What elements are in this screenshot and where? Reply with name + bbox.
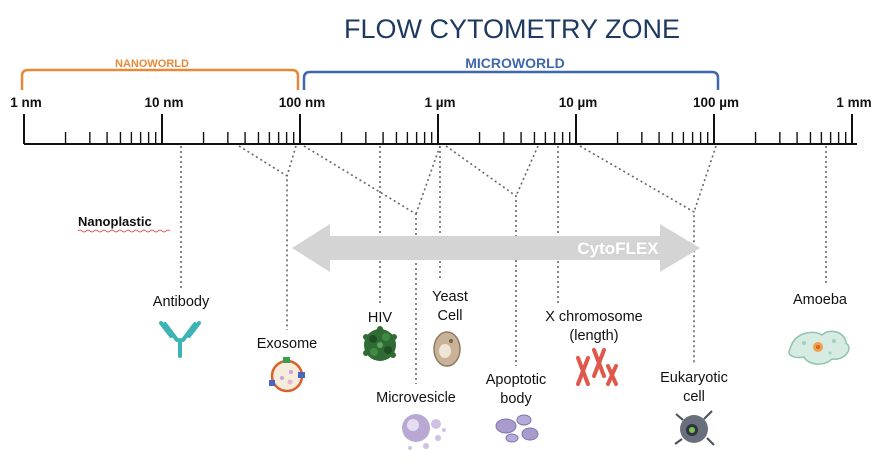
antibody-label: Antibody bbox=[153, 294, 210, 310]
amoeba-label: Amoeba bbox=[793, 292, 848, 308]
apoptotic-body-icon bbox=[495, 414, 539, 443]
microvesicle-label: Microvesicle bbox=[376, 390, 456, 406]
connector-microvesicle-upper bbox=[415, 145, 441, 215]
hiv-label: HIV bbox=[368, 310, 393, 326]
tick-label-1nm: 1 nm bbox=[10, 95, 42, 110]
eukaryotic-label-line1: Eukaryotic bbox=[660, 370, 728, 386]
microworld-label: MICROWORLD bbox=[465, 55, 565, 71]
antibody-icon bbox=[159, 321, 201, 358]
exosome-icon bbox=[269, 357, 305, 393]
diagram-title: FLOW CYTOMETRY ZONE bbox=[344, 14, 680, 44]
cytoflex-label: CytoFLEX bbox=[577, 239, 659, 258]
x-chromosome-icon bbox=[576, 348, 618, 386]
axis-ticks bbox=[23, 114, 853, 144]
yeast-label-line1: Yeast bbox=[432, 289, 468, 305]
exosome-label: Exosome bbox=[257, 336, 317, 352]
yeast-icon bbox=[433, 331, 461, 367]
nanoworld-label: NANOWORLD bbox=[115, 58, 189, 70]
xchrom-label-line1: X chromosome bbox=[545, 309, 643, 325]
nanoworld-bracket bbox=[20, 68, 300, 90]
eukaryotic-label-line2: cell bbox=[683, 389, 705, 405]
hiv-icon bbox=[363, 326, 397, 361]
microworld-bracket bbox=[302, 70, 720, 90]
cytoflex-range-arrow bbox=[292, 224, 700, 272]
connector-apoptotic bbox=[445, 145, 517, 366]
connector-exosome bbox=[238, 145, 288, 330]
nanoplastic-label: Nanoplastic bbox=[78, 214, 152, 229]
tick-label-100um: 100 µm bbox=[693, 95, 739, 110]
tick-label-10nm: 10 nm bbox=[144, 95, 183, 110]
eukaryotic-cell-icon bbox=[674, 410, 715, 446]
tick-label-1um: 1 µm bbox=[424, 95, 455, 110]
connector-eukaryotic-upper bbox=[693, 145, 717, 213]
apoptotic-label-line2: body bbox=[500, 391, 532, 407]
amoeba-icon bbox=[788, 330, 850, 365]
connector-exosome-upper bbox=[286, 145, 297, 177]
apoptotic-label-line1: Apoptotic bbox=[486, 372, 546, 388]
connector-apoptotic-upper bbox=[515, 145, 539, 197]
spellcheck-underline bbox=[77, 229, 171, 233]
yeast-label-line2: Cell bbox=[438, 308, 463, 324]
tick-label-100nm: 100 nm bbox=[279, 95, 326, 110]
connector-eukaryotic bbox=[579, 145, 695, 364]
tick-label-10um: 10 µm bbox=[559, 95, 598, 110]
tick-label-1mm: 1 mm bbox=[836, 95, 871, 110]
microvesicle-icon bbox=[402, 414, 446, 450]
log-scale-axis bbox=[23, 114, 857, 145]
xchrom-label-line2: (length) bbox=[569, 328, 618, 344]
connector-microvesicle bbox=[303, 145, 417, 384]
